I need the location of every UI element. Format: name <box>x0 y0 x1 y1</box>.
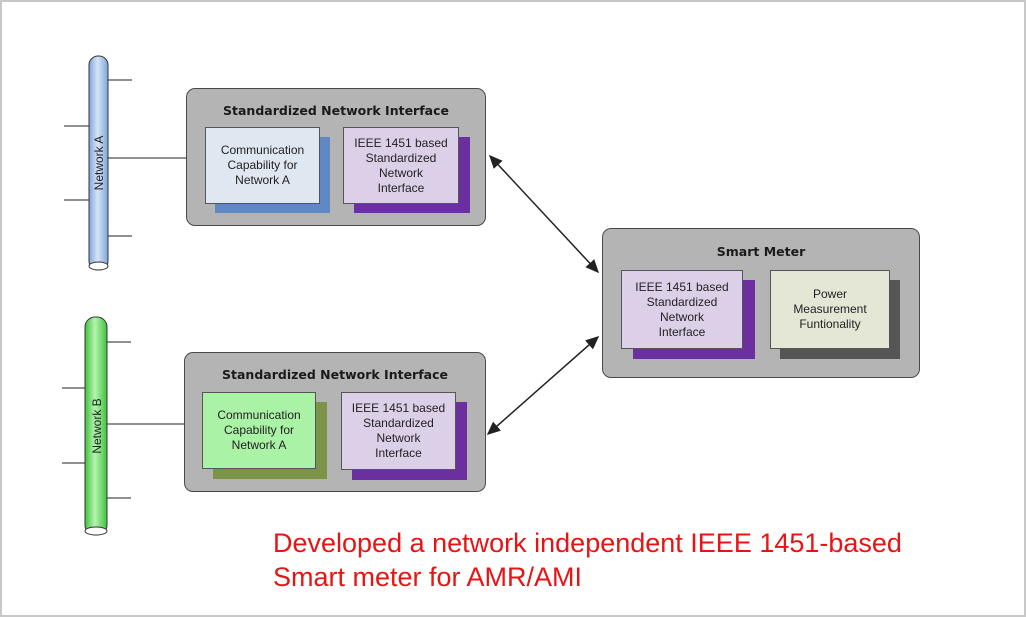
smart-meter-panel: Smart Meter IEEE 1451 based Standardized… <box>602 228 920 378</box>
network-b-bus <box>84 316 108 536</box>
network-b-label: Network B <box>90 398 104 454</box>
caption-line-1: Developed a network independent IEEE 145… <box>273 528 902 558</box>
interface-panel-b: Standardized Network Interface Communica… <box>184 352 486 492</box>
network-b-stubs <box>62 341 184 499</box>
network-a-stubs <box>64 79 186 237</box>
interface-panel-b-title: Standardized Network Interface <box>222 367 448 382</box>
ieee-box-b: IEEE 1451 based Standardized Network Int… <box>341 392 456 470</box>
caption: Developed a network independent IEEE 145… <box>273 526 902 594</box>
power-box: Power Measurement Funtionality <box>770 270 890 349</box>
meter-ieee-box: IEEE 1451 based Standardized Network Int… <box>621 270 743 349</box>
arrow-interface-a-to-meter <box>488 154 600 274</box>
caption-line-2: Smart meter for AMR/AMI <box>273 562 583 592</box>
network-a-bus <box>88 55 109 271</box>
ieee-box-a: IEEE 1451 based Standardized Network Int… <box>343 127 459 204</box>
interface-panel-a-title: Standardized Network Interface <box>223 103 449 118</box>
smart-meter-title: Smart Meter <box>716 244 806 259</box>
interface-panel-a: Standardized Network Interface Communica… <box>186 88 486 226</box>
comm-box-a: Communication Capability for Network A <box>205 127 320 204</box>
comm-box-b: Communication Capability for Network A <box>202 392 316 469</box>
arrow-interface-b-to-meter <box>486 336 600 435</box>
network-a-label: Network A <box>92 135 106 191</box>
